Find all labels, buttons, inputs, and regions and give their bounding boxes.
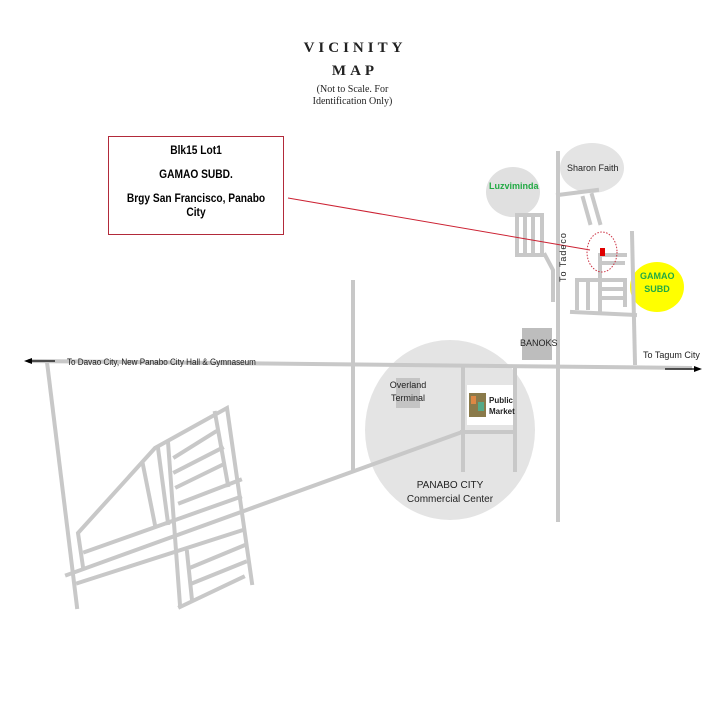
public-market-icon [469, 393, 486, 417]
map-title-2: MAP [331, 63, 379, 79]
luzviminda-area [486, 167, 540, 217]
label-banoks: BANOKS [520, 338, 558, 348]
label-market: Market [489, 407, 515, 416]
label-public: Public [489, 396, 514, 405]
sharon-faith-area [560, 143, 624, 193]
label-to-tadeco: To Tadeco [557, 232, 568, 282]
label-commercial-center: Commercial Center [406, 494, 494, 505]
label-subd: SUBD [644, 284, 670, 294]
address-line-2: GAMAO SUBD. [159, 167, 233, 181]
subtitle-line-2: Identification Only) [312, 96, 393, 107]
gamao-subd-area [630, 262, 684, 312]
east-arrow-icon [665, 366, 702, 372]
roads [27, 151, 693, 610]
subtitle-line-1: (Not to Scale. For [316, 84, 389, 95]
label-to-davao: To Davao City, New Panabo City Hall & Gy… [67, 357, 256, 367]
address-line-1: Blk15 Lot1 [170, 143, 222, 157]
label-panabo-city: PANABO CITY [416, 480, 484, 491]
west-arrow-icon [24, 358, 55, 364]
site-highlight [586, 231, 618, 273]
overland-terminal-building [396, 378, 420, 408]
label-terminal: Terminal [390, 393, 425, 403]
banoks-building [522, 328, 552, 360]
site-marker [600, 248, 605, 256]
label-sharon-faith: Sharon Faith [567, 163, 619, 173]
label-luzviminda: Luzviminda [489, 181, 539, 191]
label-overland: Overland [389, 380, 427, 390]
address-box: Blk15 Lot1 GAMAO SUBD. Brgy San Francisc… [108, 136, 284, 235]
label-gamao: GAMAO [640, 271, 675, 281]
address-line-3: Brgy San Francisco, Panabo City [126, 191, 266, 219]
pointer-line [287, 197, 591, 251]
label-to-tagum: To Tagum City [643, 350, 700, 360]
map-title: VICINITY [303, 40, 407, 56]
